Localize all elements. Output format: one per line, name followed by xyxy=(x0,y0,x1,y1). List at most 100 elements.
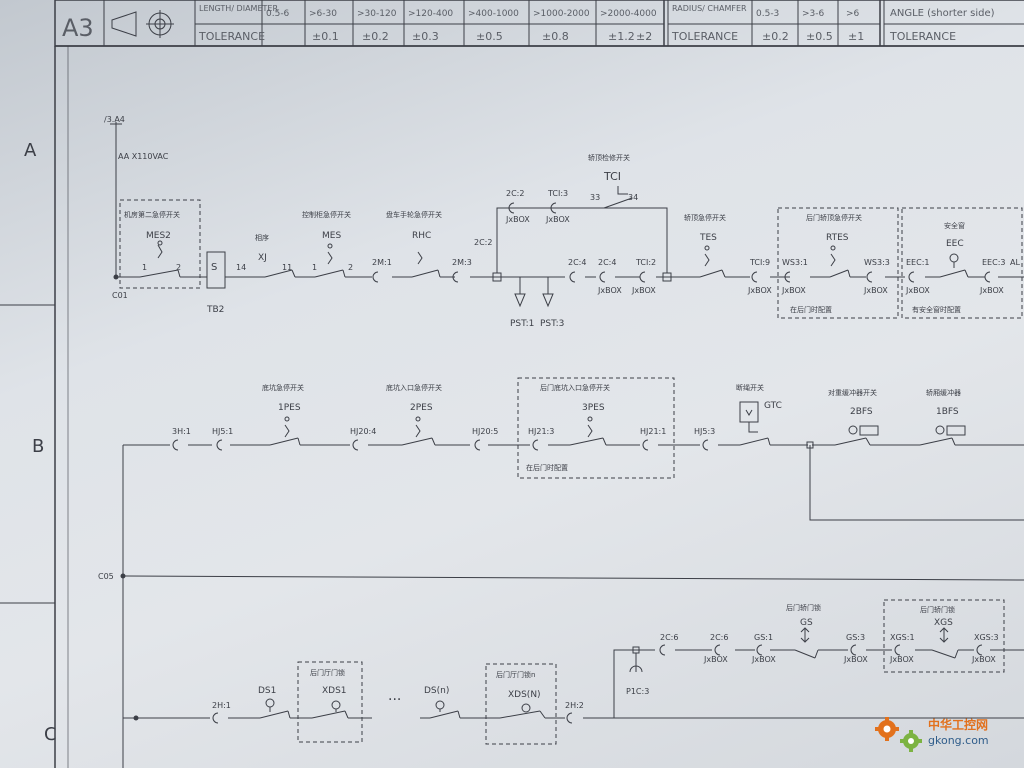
connector-2c2-label: 2C:2 xyxy=(506,189,524,198)
xgs-actuator xyxy=(939,627,949,643)
connector-2h2 xyxy=(566,712,573,724)
connector-hj204-label: HJ20:4 xyxy=(350,427,376,436)
pst3-arrow xyxy=(542,277,554,308)
radius-tolerance-2: ±0.5 xyxy=(806,30,833,43)
connector-3h1-label: 3H:1 xyxy=(172,427,191,436)
connector-2h1-label: 2H:1 xyxy=(212,701,231,710)
connector-2h1 xyxy=(212,712,219,724)
length-range-6: >1000-2000 xyxy=(533,9,590,19)
connector-hj53 xyxy=(702,439,709,451)
connector-2c2 xyxy=(508,202,515,214)
connector-hj53-label: HJ5:3 xyxy=(694,427,715,436)
rhc-caption: 盘车手轮急停开关 xyxy=(386,210,442,219)
dsn-contact xyxy=(429,709,461,719)
bfs2-box xyxy=(859,425,879,436)
connector-gs3-box: JxBOX xyxy=(843,655,868,664)
pes3-tag: 3PES xyxy=(582,403,605,413)
bfs2-tag: 2BFS xyxy=(850,407,873,417)
connector-ws33-box: JxBOX xyxy=(863,286,888,295)
connector-xgs1-box: JxBOX xyxy=(889,655,914,664)
connector-2c4b-label: 2C:4 xyxy=(598,258,616,267)
connector-2c2a-label: 2C:2 xyxy=(474,238,492,247)
length-tolerance-5: ±0.8 xyxy=(542,30,569,43)
connector-2c6a xyxy=(659,644,666,656)
pst1-label: PST:1 xyxy=(510,319,534,329)
connector-xgs1 xyxy=(894,644,901,656)
length-tolerance-3: ±0.3 xyxy=(412,30,439,43)
eec-tag: EEC xyxy=(946,239,964,249)
connector-tci2 xyxy=(639,271,646,283)
xj-caption: 相序 xyxy=(255,233,269,242)
bfs2-contact xyxy=(834,437,871,446)
connector-2m3 xyxy=(452,271,459,283)
length-range-1: 0.5-6 xyxy=(266,9,290,19)
gtc-arrow xyxy=(745,409,753,416)
pes3-caption: 后门底坑入口急停开关 xyxy=(540,383,610,392)
angle-header: ANGLE (shorter side) xyxy=(890,8,995,19)
gtc-box xyxy=(739,401,759,423)
sheet-border: A B C xyxy=(0,46,69,768)
connector-hj205-label: HJ20:5 xyxy=(472,427,498,436)
junction-right xyxy=(662,272,672,282)
length-tolerance-4: ±0.5 xyxy=(476,30,503,43)
circuit-row-c: P1C:3 2C:6 2C:6 JxBOX GS:1 JxBOX 后门轿门锁 G… xyxy=(123,599,1024,745)
radius-tolerance-label: TOLERANCE xyxy=(671,30,738,43)
length-tolerance-1: ±0.1 xyxy=(312,30,339,43)
radius-tolerance-1: ±0.2 xyxy=(762,30,789,43)
gtc-contact xyxy=(739,437,771,446)
mes2-contact xyxy=(139,244,181,278)
orange-gear-icon xyxy=(875,717,899,741)
connector-2c4 xyxy=(569,271,576,283)
node-c05 xyxy=(120,573,126,579)
wire-14-label: 14 xyxy=(236,263,246,272)
connector-tci2-label: TCI:2 xyxy=(635,258,656,267)
tci-pin-34: 34 xyxy=(628,193,638,202)
bfs1-contact xyxy=(919,437,956,446)
circuit-row-a: /3.A4 AA X110VAC C01 机房第二急停开关 MES2 1 2 S… xyxy=(104,115,1024,329)
connector-al-label: AL xyxy=(1010,258,1020,267)
xj-tag: XJ xyxy=(258,253,267,263)
tes-contact xyxy=(699,269,726,278)
pes3-contact xyxy=(569,437,607,446)
ds1-tag: DS1 xyxy=(258,686,276,696)
rtes-caption: 后门轿顶急停开关 xyxy=(806,213,862,222)
connector-ws31-label: WS3:1 xyxy=(782,258,808,267)
xdsn-tag: XDS(N) xyxy=(508,690,541,700)
connector-tci2-box: JxBOX xyxy=(631,286,656,295)
connector-hj204 xyxy=(352,439,359,451)
connector-2m1-label: 2M:1 xyxy=(372,258,392,267)
bfs1-tag: 1BFS xyxy=(936,407,959,417)
pes3-note: 在后门时配置 xyxy=(526,463,568,472)
connector-tci3-label: TCI:3 xyxy=(547,189,568,198)
tes-actuator xyxy=(704,253,710,267)
radius-range-1: 0.5-3 xyxy=(756,9,779,19)
row-label-a: A xyxy=(24,140,37,161)
connector-eec1-box: JxBOX xyxy=(905,286,930,295)
connector-eec1 xyxy=(908,271,915,283)
length-header: LENGTH/ DIAMETER xyxy=(199,4,278,13)
p1c3-tap xyxy=(629,653,643,673)
rtes-dashed-frame xyxy=(777,207,899,319)
connector-2c4b xyxy=(599,271,606,283)
connector-hj213 xyxy=(532,439,539,451)
gs-tag: GS xyxy=(800,618,813,628)
pes2-contact xyxy=(401,437,436,446)
length-range-7: >2000-4000 xyxy=(600,9,657,19)
xds1-tag: XDS1 xyxy=(322,686,347,696)
connector-tci3 xyxy=(550,202,557,214)
xgs-caption: 后门轿门锁 xyxy=(920,605,955,614)
connector-xgs3-box: JxBOX xyxy=(971,655,996,664)
eec-caption: 安全窗 xyxy=(944,221,965,230)
eec-note: 有安全窗时配置 xyxy=(912,305,961,314)
mes2-pin-1: 1 xyxy=(142,263,147,272)
pes1-actuator xyxy=(284,424,290,438)
pst3-label: PST:3 xyxy=(540,319,564,329)
radius-range-3: >6 xyxy=(846,9,860,19)
connector-tci9-box: JxBOX xyxy=(747,286,772,295)
node-c01-label: C01 xyxy=(112,291,128,300)
rhc-tag: RHC xyxy=(412,231,431,241)
connector-eec3 xyxy=(984,271,991,283)
mes-tag: MES xyxy=(322,231,341,241)
